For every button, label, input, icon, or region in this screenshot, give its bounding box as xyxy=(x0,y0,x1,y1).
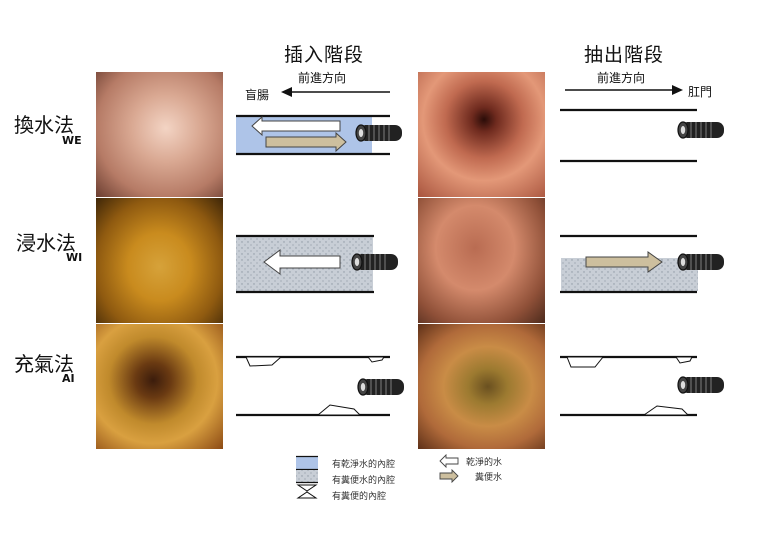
wi-insertion-schematic xyxy=(236,234,399,294)
ai-insertion-schematic xyxy=(236,355,405,417)
legend-dirty-water-arrow xyxy=(439,468,459,484)
legend-clean-water-lumen-swatch xyxy=(296,455,318,471)
method-label-ai: 充氣法 xyxy=(14,352,74,376)
cecum-label: 盲腸 xyxy=(245,88,270,102)
withdrawal-direction-label: 前進方向 xyxy=(597,71,646,85)
legend-clean-water-arrow xyxy=(439,453,459,469)
wi-withdrawal-schematic xyxy=(560,234,725,294)
legend-dirty-water-label: 糞便水 xyxy=(475,473,503,483)
method-abbr-ai: AI xyxy=(62,372,75,385)
insertion-direction-label: 前進方向 xyxy=(298,71,347,85)
legend-dirty-water-lumen-swatch xyxy=(296,470,318,484)
ai-withdrawal-schematic xyxy=(560,355,725,417)
legend-stool-lumen-swatch xyxy=(296,484,318,499)
endoscopy-photo-wi-insertion xyxy=(96,198,223,323)
method-abbr-wi: WI xyxy=(66,251,83,264)
anus-label: 肛門 xyxy=(688,85,713,99)
legend-stool-lumen-label: 有糞便的內腔 xyxy=(332,492,387,502)
legend-clean-water-lumen-label: 有乾淨水的內腔 xyxy=(332,460,396,470)
endoscopy-photo-wi-withdrawal xyxy=(418,198,545,323)
method-label-wi: 浸水法 xyxy=(16,231,76,255)
withdrawal-phase-title: 抽出階段 xyxy=(584,44,665,66)
endoscopy-photo-ai-insertion xyxy=(96,324,223,449)
we-withdrawal-schematic xyxy=(560,108,725,163)
legend-clean-water-label: 乾淨的水 xyxy=(466,458,503,468)
withdrawal-direction-arrow xyxy=(565,85,683,95)
endoscopy-photo-we-withdrawal xyxy=(418,72,545,197)
method-label-we: 換水法 xyxy=(14,113,74,137)
endoscopy-photo-ai-withdrawal xyxy=(418,324,545,449)
we-insertion-schematic xyxy=(236,114,403,156)
legend-dirty-water-lumen-label: 有糞便水的內腔 xyxy=(332,476,396,486)
method-abbr-we: WE xyxy=(62,134,82,147)
endoscopy-photo-we-insertion xyxy=(96,72,223,197)
insertion-phase-title: 插入階段 xyxy=(284,44,365,66)
insertion-direction-arrow xyxy=(281,87,390,97)
